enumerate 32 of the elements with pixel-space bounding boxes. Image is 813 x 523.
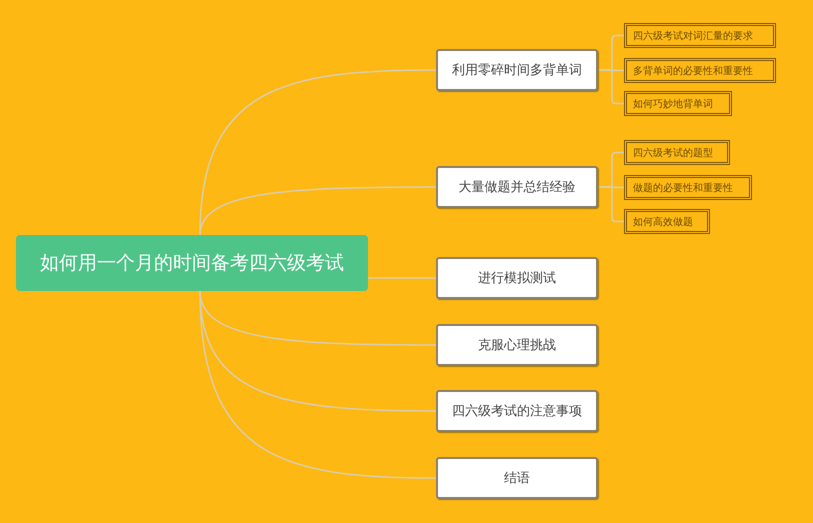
- topic-text: 如何用一个月的时间备考四六级考试: [40, 251, 344, 276]
- topic-text: 四六级考试的注意事项: [452, 403, 582, 420]
- subtopic-box: [624, 175, 752, 200]
- topic-text: 利用零碎时间多背单词: [452, 62, 582, 79]
- subtopic-box: [624, 140, 730, 165]
- subtopic-box: [624, 91, 732, 116]
- topic-box: [436, 390, 598, 432]
- subtopic-box: [624, 58, 776, 83]
- topic-box: [436, 257, 598, 299]
- topic-text: 进行模拟测试: [478, 270, 556, 287]
- topic-text: 如何巧妙地背单词: [633, 98, 713, 110]
- topic-box: [436, 457, 598, 499]
- connector-line: [597, 69, 625, 104]
- connector-line: [597, 186, 625, 222]
- topic-text: 克服心理挑战: [478, 337, 556, 354]
- connector-line: [199, 186, 436, 236]
- topic-text: 多背单词的必要性和重要性: [633, 64, 753, 78]
- connector-line: [368, 277, 436, 279]
- connector-line: [199, 290, 436, 479]
- central-topic-box: [16, 235, 368, 291]
- topic-text: 四六级考试的题型: [633, 146, 713, 160]
- topic-box: [436, 166, 598, 208]
- topic-text: 结语: [504, 470, 530, 487]
- subtopic-box: [624, 23, 776, 48]
- topic-box: [436, 324, 598, 366]
- topic-text: 四六级考试对词汇量的要求: [633, 30, 753, 42]
- topic-text: 做题的必要性和重要性: [633, 182, 733, 194]
- connector-line: [199, 69, 436, 236]
- topic-box: [436, 49, 598, 91]
- topic-text: 大量做题并总结经验: [458, 179, 576, 196]
- topic-text: 如何高效做题: [633, 216, 693, 228]
- subtopic-box: [624, 209, 710, 234]
